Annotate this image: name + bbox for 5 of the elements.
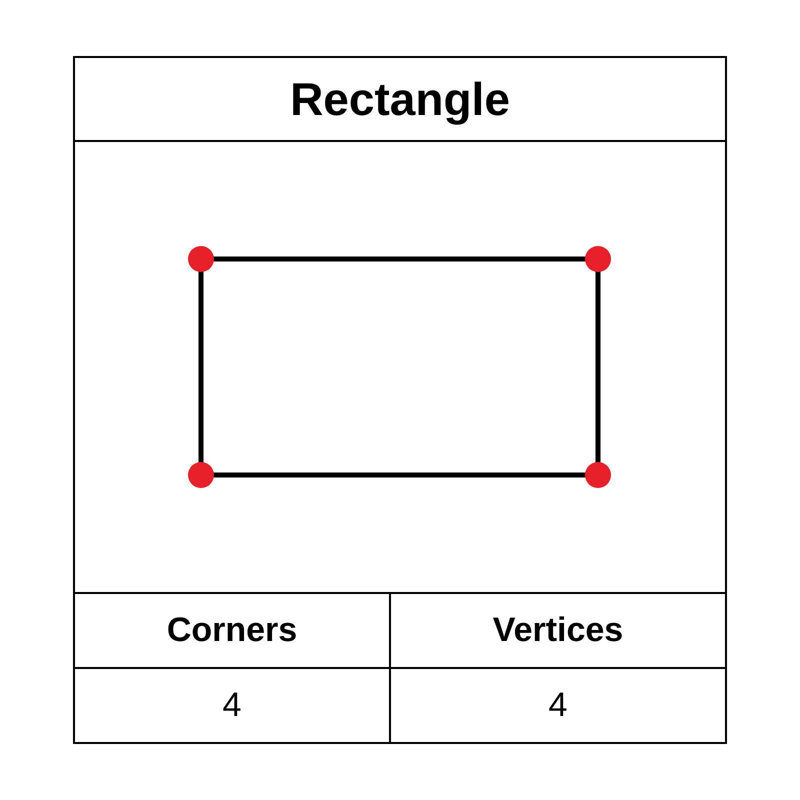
column-header: Corners [166, 611, 298, 650]
cell-value: 4 [548, 686, 568, 725]
cell-value: 4 [222, 686, 242, 725]
title: Rectangle [290, 72, 510, 126]
column-header: Vertices [492, 611, 624, 650]
